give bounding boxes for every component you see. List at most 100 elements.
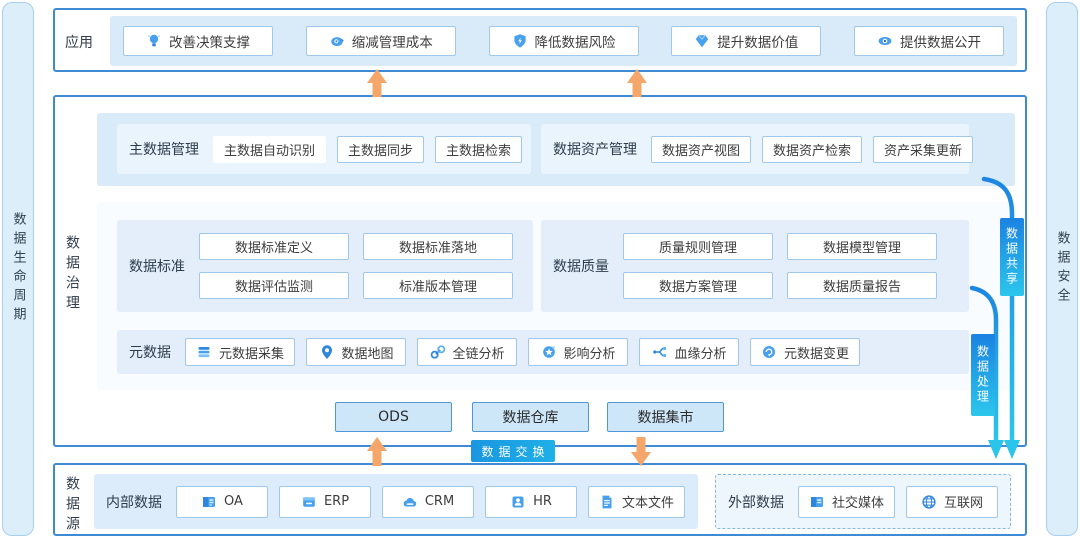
data-process-label: 数据处理 <box>975 345 990 405</box>
management-row-panel: 主数据管理 主数据自动识别主数据同步主数据检索 数据资产管理 数据资产视图数据资… <box>97 113 1015 186</box>
group-label: 内部数据 <box>106 494 162 511</box>
group-data-quality: 数据质量 质量规则管理 数据模型管理数据方案管理 数据质量报告 <box>541 220 969 312</box>
feature-button[interactable]: 数据方案管理 <box>623 272 773 299</box>
feature-button-label: 数据资产视图 <box>662 143 741 159</box>
feature-button[interactable]: 社交媒体 <box>798 485 896 518</box>
feature-button[interactable]: 血缘分析 <box>639 338 740 366</box>
group-label: 数据标准 <box>129 259 185 275</box>
chip-list: OA ERP CRM HR 文本文件 <box>176 485 686 518</box>
group-data-standard: 数据标准 数据标准定义 数据标准落地数据评估监测 标准版本管理 <box>117 220 533 312</box>
feature-button-label: 降低数据风险 <box>534 35 616 51</box>
feature-button[interactable]: 数据标准落地 <box>363 233 513 260</box>
data-security-label: 数据安全 <box>1054 231 1070 307</box>
feature-button[interactable]: 数据资产检索 <box>762 135 863 163</box>
feature-button-label: 缩减管理成本 <box>351 35 433 51</box>
feature-button[interactable]: 数据模型管理 <box>787 233 937 260</box>
up-arrow-top-right <box>627 69 647 97</box>
lightbulb-icon <box>146 33 162 49</box>
feature-button-label: 数据资产检索 <box>773 143 852 159</box>
feature-button-label: 数据标准定义 <box>234 241 313 256</box>
application-layer-band: 应用 改善决策支撑缩减管理成本降低数据风险提升数据价值提供数据公开 <box>53 8 1027 72</box>
hr-person-icon <box>510 494 526 510</box>
group-label: 数据质量 <box>553 259 609 275</box>
group-internal-data: 内部数据 OA ERP CRM HR 文本文件 <box>94 474 698 529</box>
data-security-rail: 数据安全 <box>1046 2 1078 536</box>
feature-button-label: 元数据变更 <box>784 346 850 362</box>
data-exchange-badge: 数据交换 <box>471 440 555 462</box>
feature-button-label: 血缘分析 <box>674 346 727 362</box>
feature-button[interactable]: 数据地图 <box>306 338 407 366</box>
feature-button-label: ERP <box>323 494 350 509</box>
application-buttons-panel: 改善决策支撑 缩减管理成本 降低数据风险 提升数据价值 提供数据公开 <box>110 16 1017 66</box>
feature-button-label: 元数据采集 <box>219 346 285 362</box>
data-exchange-label: 数据交换 <box>481 444 550 459</box>
feature-button[interactable]: OA <box>176 485 268 518</box>
shield-icon <box>512 33 528 49</box>
feature-button[interactable]: 提升数据价值 <box>671 26 822 56</box>
data-lifecycle-label: 数据生命周期 <box>10 212 26 326</box>
feature-button-label: HR <box>533 494 552 509</box>
feature-button[interactable]: 质量规则管理 <box>623 233 773 260</box>
chip-list: 数据标准定义 数据标准落地数据评估监测 标准版本管理 <box>199 233 513 299</box>
crm-cloud-icon <box>402 494 418 510</box>
feature-button-label: 文本文件 <box>622 496 675 511</box>
feature-button[interactable]: HR <box>485 485 577 518</box>
feature-button[interactable]: 主数据自动识别 <box>213 135 327 163</box>
feature-button-label: 提升数据价值 <box>717 35 799 51</box>
feature-button[interactable]: 缩减管理成本 <box>305 26 456 56</box>
feature-button[interactable]: 元数据采集 <box>185 338 296 366</box>
feature-button[interactable]: 标准版本管理 <box>363 272 513 299</box>
data-process-flow-badge: 数据处理 <box>971 334 995 416</box>
oa-doc-icon <box>201 494 217 510</box>
feature-button-label: 改善决策支撑 <box>169 35 250 51</box>
database-icon <box>196 344 212 360</box>
feature-button-label: 质量规则管理 <box>658 241 737 256</box>
feature-button[interactable]: 全链分析 <box>417 338 518 366</box>
feature-button[interactable]: 数据质量报告 <box>787 272 937 299</box>
feature-button-label: CRM <box>424 494 455 509</box>
storage-box-data-mart[interactable]: 数据集市 <box>607 402 724 432</box>
feature-button[interactable]: 降低数据风险 <box>488 26 639 56</box>
feature-button[interactable]: 数据评估监测 <box>199 272 349 299</box>
feature-button-label: 资产采集更新 <box>884 143 963 159</box>
feature-button[interactable]: ERP <box>279 485 371 518</box>
feature-button-label: 主数据自动识别 <box>224 143 316 159</box>
feature-button[interactable]: CRM <box>382 485 474 518</box>
chip-list: 质量规则管理 数据模型管理数据方案管理 数据质量报告 <box>623 233 937 299</box>
change-circle-icon <box>761 344 777 360</box>
feature-button[interactable]: 改善决策支撑 <box>123 26 273 56</box>
feature-button-label: 数据评估监测 <box>234 280 313 295</box>
feature-button[interactable]: 主数据检索 <box>435 135 523 163</box>
feature-button[interactable]: 互联网 <box>906 485 999 518</box>
storage-box-ods[interactable]: ODS <box>335 402 452 432</box>
group-metadata: 元数据 元数据采集数据地图全链分析影响分析血缘分析元数据变更 <box>117 330 969 374</box>
feature-button-label: 数据方案管理 <box>658 280 737 295</box>
chip-list: 元数据采集 数据地图全链分析影响分析 血缘分析 元数据变更 <box>185 338 861 366</box>
storage-box-label: ODS <box>378 409 409 425</box>
eye-icon <box>877 33 893 49</box>
globe-icon <box>921 494 937 510</box>
feature-button[interactable]: 数据标准定义 <box>199 233 349 260</box>
feature-button-label: 数据模型管理 <box>822 241 901 256</box>
group-label: 主数据管理 <box>129 142 199 158</box>
feature-button[interactable]: 提供数据公开 <box>854 26 1004 56</box>
data-source-band-label: 数据源 <box>64 476 80 536</box>
group-data-asset-management: 数据资产管理 数据资产视图 数据资产检索 资产采集更新 <box>541 124 974 174</box>
data-lifecycle-rail: 数据生命周期 <box>2 2 34 536</box>
storage-box-label: 数据仓库 <box>502 410 559 426</box>
feature-button-label: 互联网 <box>944 496 984 511</box>
feature-button[interactable]: 数据资产视图 <box>651 135 752 163</box>
group-external-data: 外部数据 社交媒体互联网 <box>715 474 1011 529</box>
feature-button[interactable]: 主数据同步 <box>337 135 425 163</box>
map-pin-icon <box>319 344 335 360</box>
feature-button[interactable]: 影响分析 <box>528 338 629 366</box>
feature-button[interactable]: 元数据变更 <box>750 338 861 366</box>
group-label: 数据资产管理 <box>553 142 637 158</box>
storage-box-label: 数据集市 <box>637 410 694 426</box>
feature-button[interactable]: 文本文件 <box>588 485 686 518</box>
chip-list: 主数据自动识别 主数据同步主数据检索 <box>213 135 523 163</box>
feature-button[interactable]: 资产采集更新 <box>873 135 974 163</box>
storage-box-data-warehouse[interactable]: 数据仓库 <box>472 402 589 432</box>
